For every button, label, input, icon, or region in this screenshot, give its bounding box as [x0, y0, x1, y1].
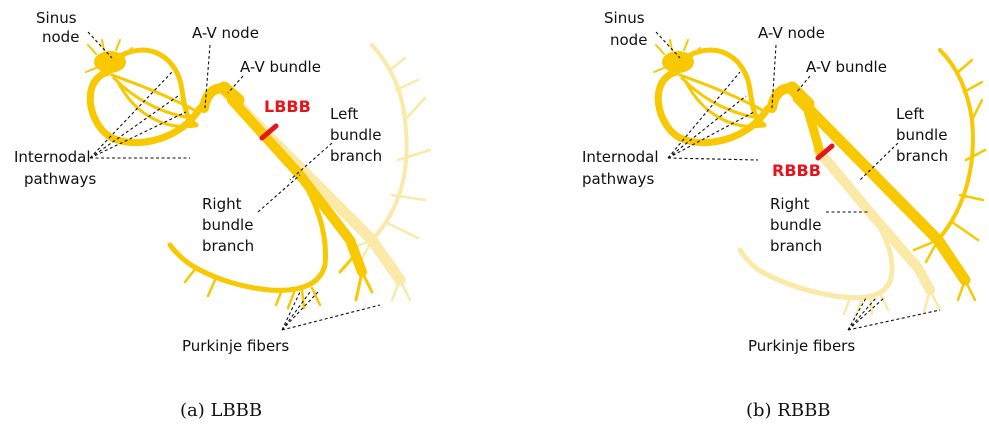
block-label: RBBB: [772, 161, 821, 180]
right-bundle-branch-tree: [737, 145, 942, 318]
left-bundle-branch-label-line3: branch: [896, 147, 948, 165]
internodal-pathways: [654, 47, 772, 147]
right-bundle-branch-label-line2: bundle: [202, 216, 253, 234]
internodal-pathways-label: Internodal: [582, 148, 659, 166]
av-node-label: A-V node: [758, 24, 825, 42]
sinus-node: [85, 39, 133, 73]
av-bundle-label: A-V bundle: [240, 58, 321, 76]
right-bundle-branch-label-line3: branch: [202, 237, 254, 255]
av-node-label: A-V node: [192, 24, 259, 42]
leader-lines: [655, 31, 941, 331]
internodal-pathways: [86, 47, 204, 147]
left-bundle-branch-tree: [222, 43, 432, 302]
av-node-bundle: [767, 81, 825, 157]
purkinje-fibers-label: Purkinje fibers: [182, 337, 289, 355]
sinus-node-label-line2: node: [42, 28, 79, 46]
right-bundle-branch-label: Right: [202, 195, 242, 213]
caption-b: (b) RBBB: [746, 400, 831, 421]
caption-a: (a) LBBB: [180, 400, 262, 421]
internodal-pathways-label: Internodal: [14, 148, 91, 166]
sinus-node: [653, 39, 701, 73]
right-bundle-branch-label: Right: [770, 195, 810, 213]
leader-lines: [87, 31, 381, 331]
internodal-pathways-label-line2: pathways: [582, 170, 654, 188]
left-bundle-branch-label-line2: bundle: [896, 126, 947, 144]
lbbb-block-marker: [259, 123, 279, 141]
left-bundle-branch-label: Left: [896, 105, 924, 123]
panel-rbbb: Sinus node A-V node A-V bundle Left bund…: [582, 9, 987, 421]
sinus-node-label-line2: node: [610, 31, 647, 49]
block-label: LBBB: [264, 97, 311, 116]
right-bundle-branch-label-line3: branch: [770, 237, 822, 255]
left-bundle-branch-tree: [792, 48, 987, 302]
sinus-node-label: Sinus: [604, 9, 645, 27]
left-bundle-branch-label-line3: branch: [330, 147, 382, 165]
sinus-node-label: Sinus: [36, 9, 77, 27]
left-bundle-branch-label: Left: [330, 105, 358, 123]
purkinje-fibers-label: Purkinje fibers: [748, 337, 855, 355]
panel-lbbb: Sinus node A-V node A-V bundle LBBB Left…: [14, 9, 432, 421]
rbbb-block-marker: [815, 143, 835, 161]
av-bundle-label: A-V bundle: [806, 58, 887, 76]
left-bundle-branch-label-line2: bundle: [330, 126, 381, 144]
right-bundle-branch-label-line2: bundle: [770, 216, 821, 234]
internodal-pathways-label-line2: pathways: [24, 170, 96, 188]
